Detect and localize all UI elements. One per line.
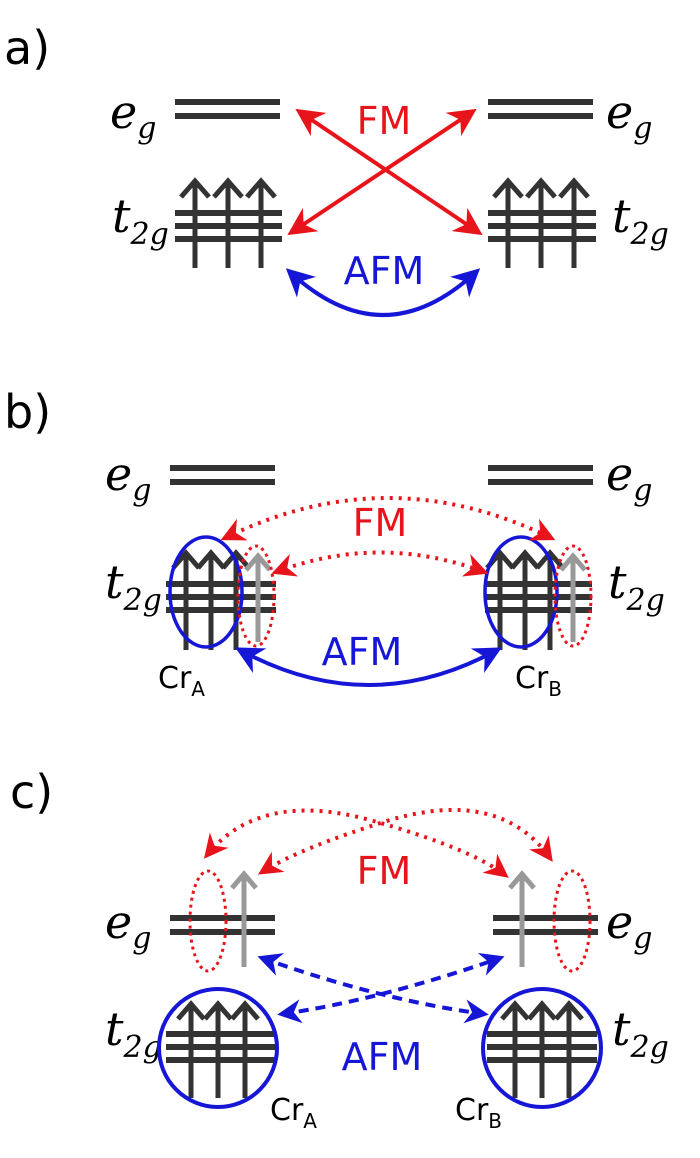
right-eg-label: eg: [606, 85, 652, 146]
afm-exchange-arrow: [285, 268, 481, 317]
right-eg-ellipse: [552, 869, 592, 973]
left-t2g-levels: [166, 1031, 276, 1063]
left-t2g-label: t2g: [105, 555, 162, 618]
fm-exchange-arrows: [220, 496, 556, 577]
right-eg-label: eg: [606, 447, 652, 508]
fm-label-backdrop: [345, 100, 423, 140]
cr-a-label: CrA: [158, 661, 205, 701]
right-t2g-label: t2g: [612, 189, 669, 252]
cr-a-t2g-circle: [157, 987, 279, 1109]
afm-exchange-arrow: [235, 647, 502, 687]
cr-b-t2g-circle: [483, 535, 559, 649]
cr-b-t2g-circle: [481, 987, 603, 1109]
cr-a-label: CrA: [270, 1093, 317, 1133]
right-eg-levels: [493, 915, 598, 935]
fm-exchange-arrows: [287, 108, 483, 236]
afm-label: AFM: [322, 630, 403, 674]
panel-b: b) eg eg t2g t2g: [4, 385, 665, 701]
cr-a-t2g-circle: [168, 535, 244, 649]
panel-c: c) eg eg t2g t2g: [10, 765, 669, 1133]
left-t2g-label: t2g: [105, 1002, 162, 1065]
panel-a: a) eg eg t2g t2g: [4, 21, 669, 317]
right-spin-up-arrows: [492, 177, 590, 268]
fm-label: FM: [353, 501, 408, 545]
right-spin-up-arrows: [485, 549, 565, 650]
fm-label: FM: [357, 99, 412, 143]
cr-b-extra-ellipse: [553, 544, 593, 648]
right-t2g-label: t2g: [608, 555, 665, 618]
left-eg-levels: [170, 915, 275, 935]
left-eg-levels: [170, 465, 275, 485]
left-eg-levels: [175, 99, 280, 119]
cr-a-extra-ellipse: [236, 544, 276, 648]
left-spin-up-arrows: [171, 549, 251, 650]
afm-label: AFM: [344, 249, 425, 293]
left-eg-label: eg: [110, 85, 156, 146]
left-extra-spin-arrow: [244, 552, 272, 642]
fm-exchange-arrows: [203, 808, 553, 878]
right-eg-label: eg: [606, 895, 652, 956]
panel-label-c: c): [10, 765, 53, 819]
cr-b-label: CrB: [515, 661, 562, 701]
right-spin-up-arrows: [500, 1000, 584, 1098]
panel-label-b: b): [4, 385, 51, 439]
right-t2g-label: t2g: [612, 1002, 669, 1065]
left-eg-label: eg: [105, 895, 151, 956]
left-spin-up-arrows: [179, 177, 277, 268]
left-spin-up-arrows: [176, 1000, 260, 1098]
right-eg-levels: [488, 99, 593, 119]
left-t2g-label: t2g: [112, 189, 169, 252]
right-eg-levels: [488, 465, 593, 485]
afm-label: AFM: [342, 1035, 423, 1079]
left-eg-label: eg: [105, 447, 151, 508]
cr-b-label: CrB: [455, 1093, 502, 1133]
fm-label: FM: [357, 849, 412, 893]
right-extra-spin-arrow: [559, 552, 587, 642]
panel-label-a: a): [4, 21, 50, 75]
afm-exchange-arrows: [257, 953, 505, 1024]
